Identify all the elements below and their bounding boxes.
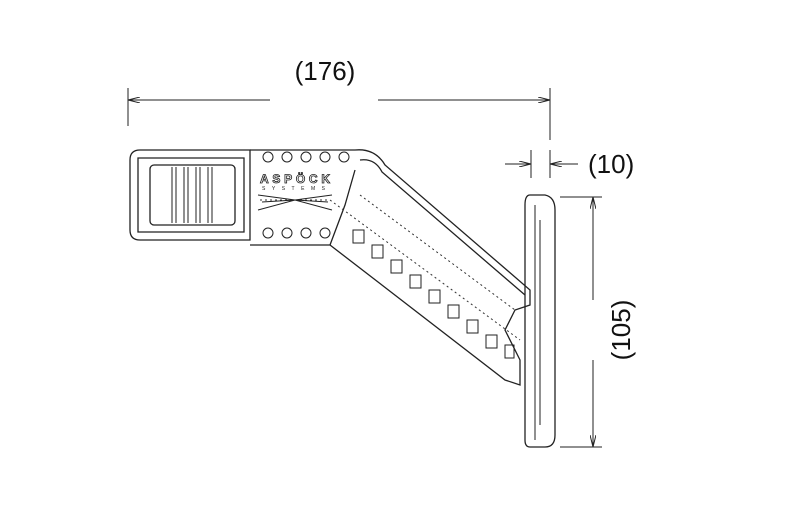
thickness-dimension: (10) [505,149,634,179]
aspock-logo: ASPÖCK SYSTEMS [257,171,333,211]
side-reflector-cells [352,229,515,359]
height-dimension-label: (105) [606,300,636,361]
studs-bottom [262,227,331,239]
svg-text:ASPÖCK: ASPÖCK [260,171,330,186]
studs-top [262,151,350,163]
width-dimension: (176) [127,56,551,140]
lens-ribs [171,167,213,223]
thickness-dimension-label: (10) [588,149,634,179]
height-dimension: (105) [560,196,636,448]
svg-text:SYSTEMS: SYSTEMS [262,186,328,192]
width-dimension-label: (176) [295,56,356,86]
marker-lamp: ASPÖCK SYSTEMS [129,149,556,448]
